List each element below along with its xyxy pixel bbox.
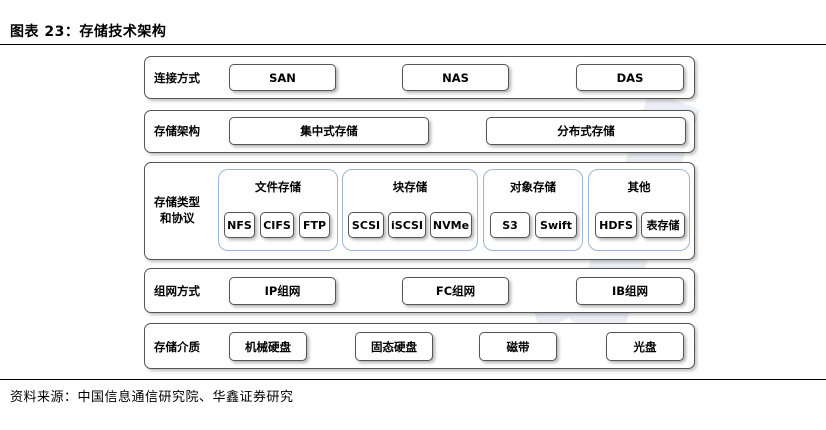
group-title-block-storage: 块存储: [392, 180, 428, 194]
layer-architecture: 存储架构 集中式存储 分布式存储: [144, 110, 695, 153]
node-ib-network: IB组网: [576, 277, 684, 305]
layer-label-media: 存储介质: [154, 340, 200, 354]
layer-label-connection: 连接方式: [154, 71, 200, 85]
layer-label-types-line1: 存储类型: [154, 195, 200, 209]
layer-label-architecture: 存储架构: [154, 124, 200, 138]
node-table-storage: 表存储: [641, 212, 685, 238]
node-das: DAS: [576, 64, 684, 91]
source-note: 资料来源：中国信息通信研究院、华鑫证券研究: [10, 390, 294, 405]
node-san: SAN: [229, 64, 336, 91]
group-other-storage: 其他 HDFS 表存储: [588, 169, 690, 251]
node-ip-network: IP组网: [229, 277, 336, 305]
node-ssd: 固态硬盘: [355, 332, 433, 361]
group-block-storage: 块存储 SCSI iSCSI NVMe: [342, 169, 478, 251]
node-fc-network: FC组网: [402, 277, 509, 305]
node-nfs: NFS: [224, 212, 255, 238]
node-scsi: SCSI: [348, 212, 384, 238]
layer-networking: 组网方式 IP组网 FC组网 IB组网: [144, 268, 695, 313]
layer-connection: 连接方式 SAN NAS DAS: [144, 56, 695, 99]
node-hdfs: HDFS: [595, 212, 637, 238]
node-s3: S3: [490, 212, 530, 238]
node-nvme: NVMe: [430, 212, 472, 238]
node-tape: 磁带: [479, 332, 557, 361]
layer-label-networking: 组网方式: [154, 284, 200, 298]
layer-media: 存储介质 机械硬盘 固态硬盘 磁带 光盘: [144, 323, 695, 369]
node-optical-disc: 光盘: [606, 332, 684, 361]
group-object-storage: 对象存储 S3 Swift: [483, 169, 583, 251]
group-title-file-storage: 文件存储: [255, 180, 301, 194]
bottom-rule: [0, 379, 826, 380]
node-swift: Swift: [535, 212, 577, 238]
group-file-storage: 文件存储 NFS CIFS FTP: [218, 169, 338, 251]
node-centralized-storage: 集中式存储: [229, 117, 429, 145]
node-cifs: CIFS: [260, 212, 294, 238]
node-ftp: FTP: [299, 212, 330, 238]
top-rule: [0, 44, 826, 45]
layer-label-types-line2: 和协议: [160, 211, 195, 225]
layer-storage-types: 存储类型 和协议 文件存储 NFS CIFS FTP 块存储 SCSI iSCS…: [144, 162, 695, 260]
group-title-other-storage: 其他: [627, 180, 651, 194]
group-title-object-storage: 对象存储: [510, 180, 556, 194]
node-iscsi: iSCSI: [388, 212, 426, 238]
figure-title: 图表 23：存储技术架构: [10, 24, 167, 40]
node-nas: NAS: [402, 64, 509, 91]
node-distributed-storage: 分布式存储: [486, 117, 686, 145]
node-hdd: 机械硬盘: [229, 332, 307, 361]
